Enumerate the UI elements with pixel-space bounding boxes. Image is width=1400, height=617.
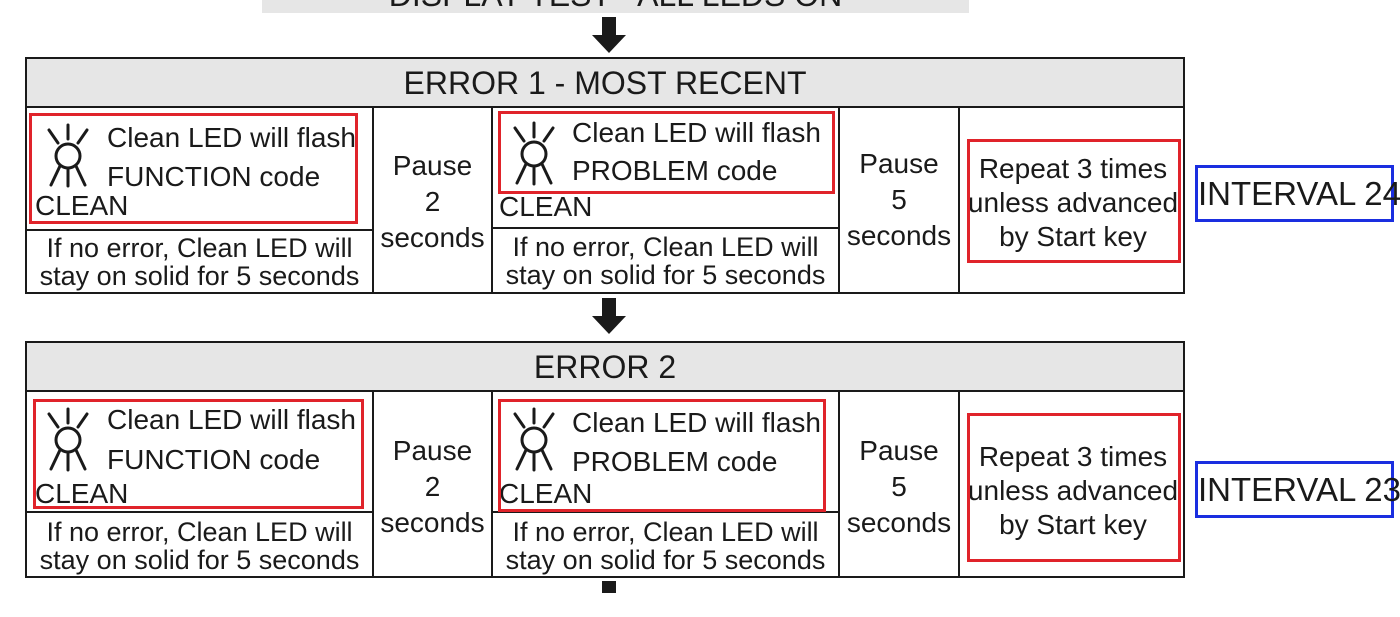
pause-unit: seconds bbox=[380, 222, 485, 253]
down-arrow-icon bbox=[592, 581, 626, 617]
pause-value: 2 bbox=[424, 186, 441, 217]
repeat-line3: by Start key bbox=[999, 509, 1147, 540]
error-1-block: ERROR 1 - MOST RECENT Clean LED will fla… bbox=[25, 57, 1185, 294]
function-flash-label: Clean LED will flash bbox=[107, 122, 356, 153]
function-note-line1: If no error, Clean LED will bbox=[46, 233, 353, 263]
repeat-line1: Repeat 3 times bbox=[978, 153, 1168, 184]
problem-clean-label: CLEAN bbox=[499, 478, 593, 509]
pause-value: 5 bbox=[891, 471, 907, 502]
repeat-line2: unless advanced bbox=[967, 187, 1179, 218]
repeat-highlight-box bbox=[967, 413, 1181, 562]
problem-highlight-box bbox=[498, 111, 835, 194]
flashing-led-icon bbox=[513, 121, 555, 186]
problem-note-line1: If no error, Clean LED will bbox=[512, 232, 819, 262]
flashing-led-icon bbox=[513, 407, 555, 472]
pause-value: 2 bbox=[424, 471, 441, 502]
pause-label: Pause bbox=[392, 435, 473, 466]
function-note-line2: stay on solid for 5 seconds bbox=[39, 261, 360, 291]
problem-note-line2: stay on solid for 5 seconds bbox=[505, 260, 826, 290]
function-note-line1: If no error, Clean LED will bbox=[46, 517, 353, 547]
problem-flash-label: Clean LED will flash bbox=[572, 117, 821, 148]
pause-unit: seconds bbox=[846, 220, 952, 251]
display-test-label: DISPLAY TEST - ALL LEDS ON bbox=[389, 0, 843, 13]
flashing-led-icon bbox=[47, 123, 89, 188]
problem-note-line1: If no error, Clean LED will bbox=[512, 517, 819, 547]
flashing-led-icon bbox=[47, 407, 89, 472]
error-2-title: ERROR 2 bbox=[27, 343, 1183, 392]
problem-highlight-box bbox=[498, 399, 826, 512]
problem-clean-label: CLEAN bbox=[499, 191, 593, 222]
function-code-label: FUNCTION code bbox=[107, 444, 321, 475]
display-test-banner: DISPLAY TEST - ALL LEDS ON bbox=[262, 0, 969, 13]
pause-unit: seconds bbox=[846, 507, 952, 538]
problem-code-label: PROBLEM code bbox=[572, 155, 778, 186]
function-flash-label: Clean LED will flash bbox=[107, 404, 356, 435]
pause-value: 5 bbox=[891, 184, 907, 215]
pause-2-seconds: Pause 2 seconds bbox=[374, 148, 491, 256]
repeat-highlight-box bbox=[967, 139, 1181, 263]
problem-code-label: PROBLEM code bbox=[572, 446, 778, 477]
function-highlight-box bbox=[33, 399, 364, 509]
down-arrow-icon bbox=[592, 17, 626, 53]
interval-24-label: INTERVAL 24 bbox=[1195, 165, 1400, 222]
problem-flash-label: Clean LED will flash bbox=[572, 407, 821, 438]
problem-note-line2: stay on solid for 5 seconds bbox=[505, 545, 826, 575]
repeat-line1: Repeat 3 times bbox=[978, 441, 1168, 472]
down-arrow-icon bbox=[592, 298, 626, 334]
repeat-line3: by Start key bbox=[999, 221, 1147, 252]
repeat-instruction: Repeat 3 times unless advanced by Start … bbox=[966, 440, 1180, 542]
function-code-label: FUNCTION code bbox=[107, 161, 321, 192]
function-clean-label: CLEAN bbox=[35, 478, 129, 509]
pause-2-seconds: Pause 2 seconds bbox=[374, 433, 491, 541]
pause-label: Pause bbox=[392, 150, 473, 181]
pause-unit: seconds bbox=[380, 507, 485, 538]
repeat-line2: unless advanced bbox=[967, 475, 1179, 506]
pause-label: Pause bbox=[859, 148, 939, 179]
pause-5-seconds: Pause 5 seconds bbox=[840, 433, 958, 541]
interval-23-label: INTERVAL 23 bbox=[1195, 461, 1400, 518]
repeat-instruction: Repeat 3 times unless advanced by Start … bbox=[966, 152, 1180, 254]
error-2-block: ERROR 2 Clean LED will flash FUNCTION co… bbox=[25, 341, 1185, 578]
pause-label: Pause bbox=[859, 435, 939, 466]
error-1-title: ERROR 1 - MOST RECENT bbox=[27, 59, 1183, 108]
function-clean-label: CLEAN bbox=[35, 190, 129, 221]
function-highlight-box bbox=[29, 113, 358, 224]
function-note-line2: stay on solid for 5 seconds bbox=[39, 545, 360, 575]
pause-5-seconds: Pause 5 seconds bbox=[840, 146, 958, 254]
